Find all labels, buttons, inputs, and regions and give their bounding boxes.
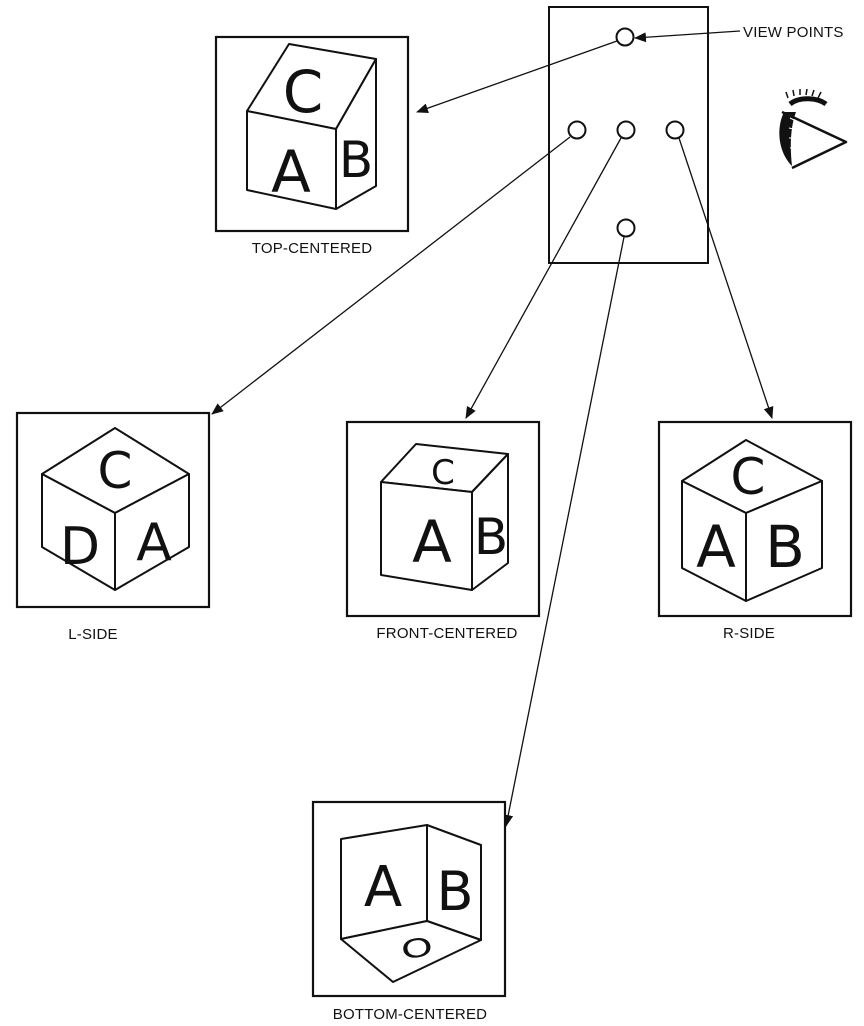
cube-letter-right: B	[436, 860, 473, 923]
bottom-centered-view: A B O BOTTOM-CENTERED	[311, 800, 507, 1023]
cube-right-face	[335, 58, 377, 210]
viewpoint-front[interactable]	[616, 120, 636, 140]
cube-letter-left: A	[696, 513, 736, 581]
cube-letter-right: A	[136, 513, 172, 573]
arrow-to-front-centered	[465, 137, 622, 419]
cube-letter-right: B	[474, 508, 508, 566]
top-centered-caption: TOP-CENTERED	[252, 240, 372, 257]
cube-letter-left: A	[364, 855, 402, 920]
arrow-to-r-side	[678, 137, 774, 419]
cube-letter-top: C	[283, 58, 324, 126]
l-side-caption: L-SIDE	[68, 626, 118, 643]
cube-right-face	[745, 480, 823, 602]
arrow-to-bottom-centered	[503, 236, 625, 827]
eye-icon	[779, 88, 848, 170]
bottom-centered-caption: BOTTOM-CENTERED	[333, 1006, 487, 1023]
top-centered-view: C A B TOP-CENTERED	[214, 35, 410, 257]
viewpoint-top[interactable]	[615, 27, 635, 47]
viewpoint-left[interactable]	[567, 120, 587, 140]
cube-letter-top: C	[731, 448, 766, 506]
cube-letter-front: A	[271, 138, 311, 206]
view-points-pointer	[634, 30, 741, 43]
cube-letter-front: A	[412, 508, 452, 576]
cube-letter-top: C	[98, 442, 133, 500]
arrow-to-l-side	[211, 136, 571, 415]
cube-letter-right: B	[339, 131, 373, 189]
r-side-caption: R-SIDE	[723, 625, 775, 642]
front-centered-view: C A B FRONT-CENTERED	[345, 420, 541, 642]
cube-letter-bottom: O	[399, 932, 435, 966]
cube-bottom-face	[340, 920, 482, 983]
cube-letter-left: D	[60, 517, 100, 577]
cube-right-face	[114, 473, 190, 591]
viewpoint-bottom[interactable]	[616, 218, 636, 238]
viewpoint-right[interactable]	[665, 120, 685, 140]
cube-right-face	[471, 453, 509, 591]
front-centered-caption: FRONT-CENTERED	[376, 625, 517, 642]
r-side-view: C A B R-SIDE	[657, 420, 853, 642]
l-side-view: C D A L-SIDE	[15, 411, 211, 643]
cube-letter-right: B	[765, 513, 805, 581]
arrow-to-top-centered	[416, 40, 618, 114]
view-points-label: VIEW POINTS	[743, 24, 844, 41]
cube-letter-top: C	[431, 453, 455, 493]
